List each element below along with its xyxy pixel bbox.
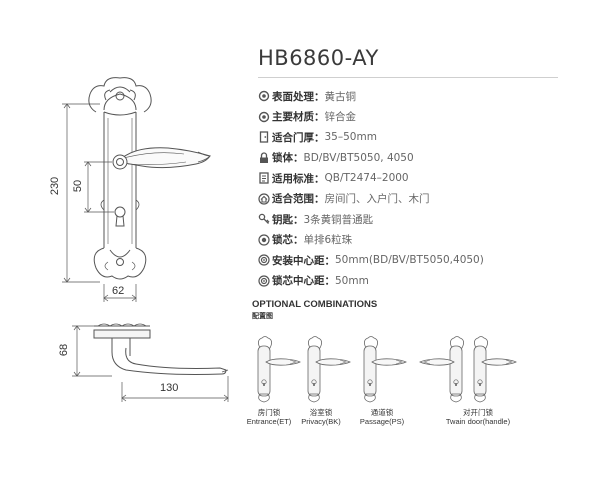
combo-passage-illustration bbox=[363, 336, 407, 403]
dimension-62-line bbox=[103, 284, 137, 302]
lock-side-view bbox=[93, 323, 229, 375]
spec-row-cylinder: 锁芯： 单排6粒珠 bbox=[258, 230, 484, 251]
combo-privacy-illustration bbox=[307, 336, 351, 403]
spec-row-backset: 安装中心距： 50mm(BD/BV/BT5050,4050) bbox=[258, 250, 484, 271]
dimension-50-label: 50 bbox=[72, 179, 85, 193]
spec-row-standard: 适用标准： QB/T2474–2000 bbox=[258, 168, 484, 189]
spec-label: 钥匙： bbox=[272, 213, 304, 226]
spec-value: 35–50mm bbox=[324, 131, 377, 144]
combo-label-entrance: 房门锁 Entrance(ET) bbox=[244, 408, 294, 426]
spec-value: 50mm(BD/BV/BT5050,4050) bbox=[335, 254, 484, 267]
combo-cn: 对开门锁 bbox=[463, 408, 493, 417]
dimension-130-label: 130 bbox=[160, 382, 179, 394]
spec-label: 锁体： bbox=[272, 152, 304, 165]
spec-row-material: 主要材质： 锌合金 bbox=[258, 107, 484, 128]
optional-combinations-title: OPTIONAL COMBINATIONS bbox=[252, 299, 378, 310]
standard-icon bbox=[259, 172, 269, 184]
door-icon bbox=[259, 131, 269, 143]
combo-en: Passage(PS) bbox=[359, 417, 405, 426]
spec-row-door-thickness: 适合门厚： 35–50mm bbox=[258, 127, 484, 148]
spec-label: 锁芯： bbox=[272, 234, 304, 247]
spec-row-cylinder-center: 锁芯中心距： 50mm bbox=[258, 271, 484, 292]
spec-value: BD/BV/BT5050, 4050 bbox=[303, 151, 414, 164]
spec-label: 适用标准： bbox=[272, 172, 325, 185]
spec-label: 适合范围： bbox=[272, 193, 325, 206]
gear-icon bbox=[258, 111, 270, 122]
combo-en: Privacy(BK) bbox=[301, 417, 341, 426]
spec-value: 锌合金 bbox=[324, 111, 357, 124]
spec-value: 50mm bbox=[335, 274, 369, 287]
combo-label-privacy: 浴室锁 Privacy(BK) bbox=[296, 408, 346, 426]
cylinder-icon bbox=[258, 234, 270, 246]
lock-front-view bbox=[88, 77, 211, 280]
spec-label: 适合门厚： bbox=[272, 131, 325, 144]
combo-en: Twain door(handle) bbox=[445, 417, 511, 426]
combo-twain-left-illustration bbox=[419, 336, 465, 403]
dimension-130-line bbox=[121, 376, 229, 402]
target-icon bbox=[258, 275, 270, 287]
combo-en: Entrance(ET) bbox=[246, 417, 292, 426]
dimension-50-line bbox=[84, 161, 114, 213]
spec-row-key: 钥匙： 3条黄铜普通匙 bbox=[258, 209, 484, 230]
combo-cn: 房门锁 bbox=[257, 408, 281, 417]
spec-label: 主要材质： bbox=[272, 111, 325, 124]
spec-label: 锁芯中心距： bbox=[272, 275, 335, 288]
optional-combinations-subtitle: 配置图 bbox=[252, 312, 273, 320]
combo-cn: 浴室锁 bbox=[309, 408, 333, 417]
spec-value: 3条黄铜普通匙 bbox=[303, 213, 374, 226]
dimension-230-line bbox=[62, 103, 100, 283]
combo-cn: 通道锁 bbox=[370, 408, 394, 417]
target-icon bbox=[258, 254, 270, 266]
spec-list: 表面处理： 黄古铜 主要材质： 锌合金 适合门厚： 35–50mm 锁体： BD… bbox=[258, 86, 484, 291]
dimension-62-label: 62 bbox=[112, 285, 125, 297]
combo-entrance-illustration bbox=[257, 336, 301, 403]
spec-row-lock-body: 锁体： BD/BV/BT5050, 4050 bbox=[258, 148, 484, 169]
dimension-68-line bbox=[72, 325, 112, 377]
dimension-230-label: 230 bbox=[49, 176, 62, 196]
spec-value: 单排6粒珠 bbox=[303, 234, 353, 247]
spec-value: 房间门、入户门、木门 bbox=[324, 193, 430, 206]
spec-row-scope: 适合范围： 房间门、入户门、木门 bbox=[258, 189, 484, 210]
product-model-title: HB6860-AY bbox=[258, 46, 379, 70]
combo-twain-right-illustration bbox=[473, 336, 517, 403]
house-icon bbox=[258, 193, 270, 205]
key-icon bbox=[258, 214, 270, 225]
spec-row-finish: 表面处理： 黄古铜 bbox=[258, 86, 484, 107]
combo-label-twain-door: 对开门锁 Twain door(handle) bbox=[436, 408, 520, 426]
spec-label: 表面处理： bbox=[272, 90, 325, 103]
gear-icon bbox=[258, 91, 270, 102]
title-divider bbox=[258, 77, 558, 78]
spec-label: 安装中心距： bbox=[272, 254, 335, 267]
combo-label-passage: 通道锁 Passage(PS) bbox=[354, 408, 410, 426]
spec-value: 黄古铜 bbox=[324, 90, 357, 103]
dimension-68-label: 68 bbox=[58, 343, 71, 357]
spec-value: QB/T2474–2000 bbox=[324, 172, 409, 185]
lock-icon bbox=[260, 152, 268, 163]
